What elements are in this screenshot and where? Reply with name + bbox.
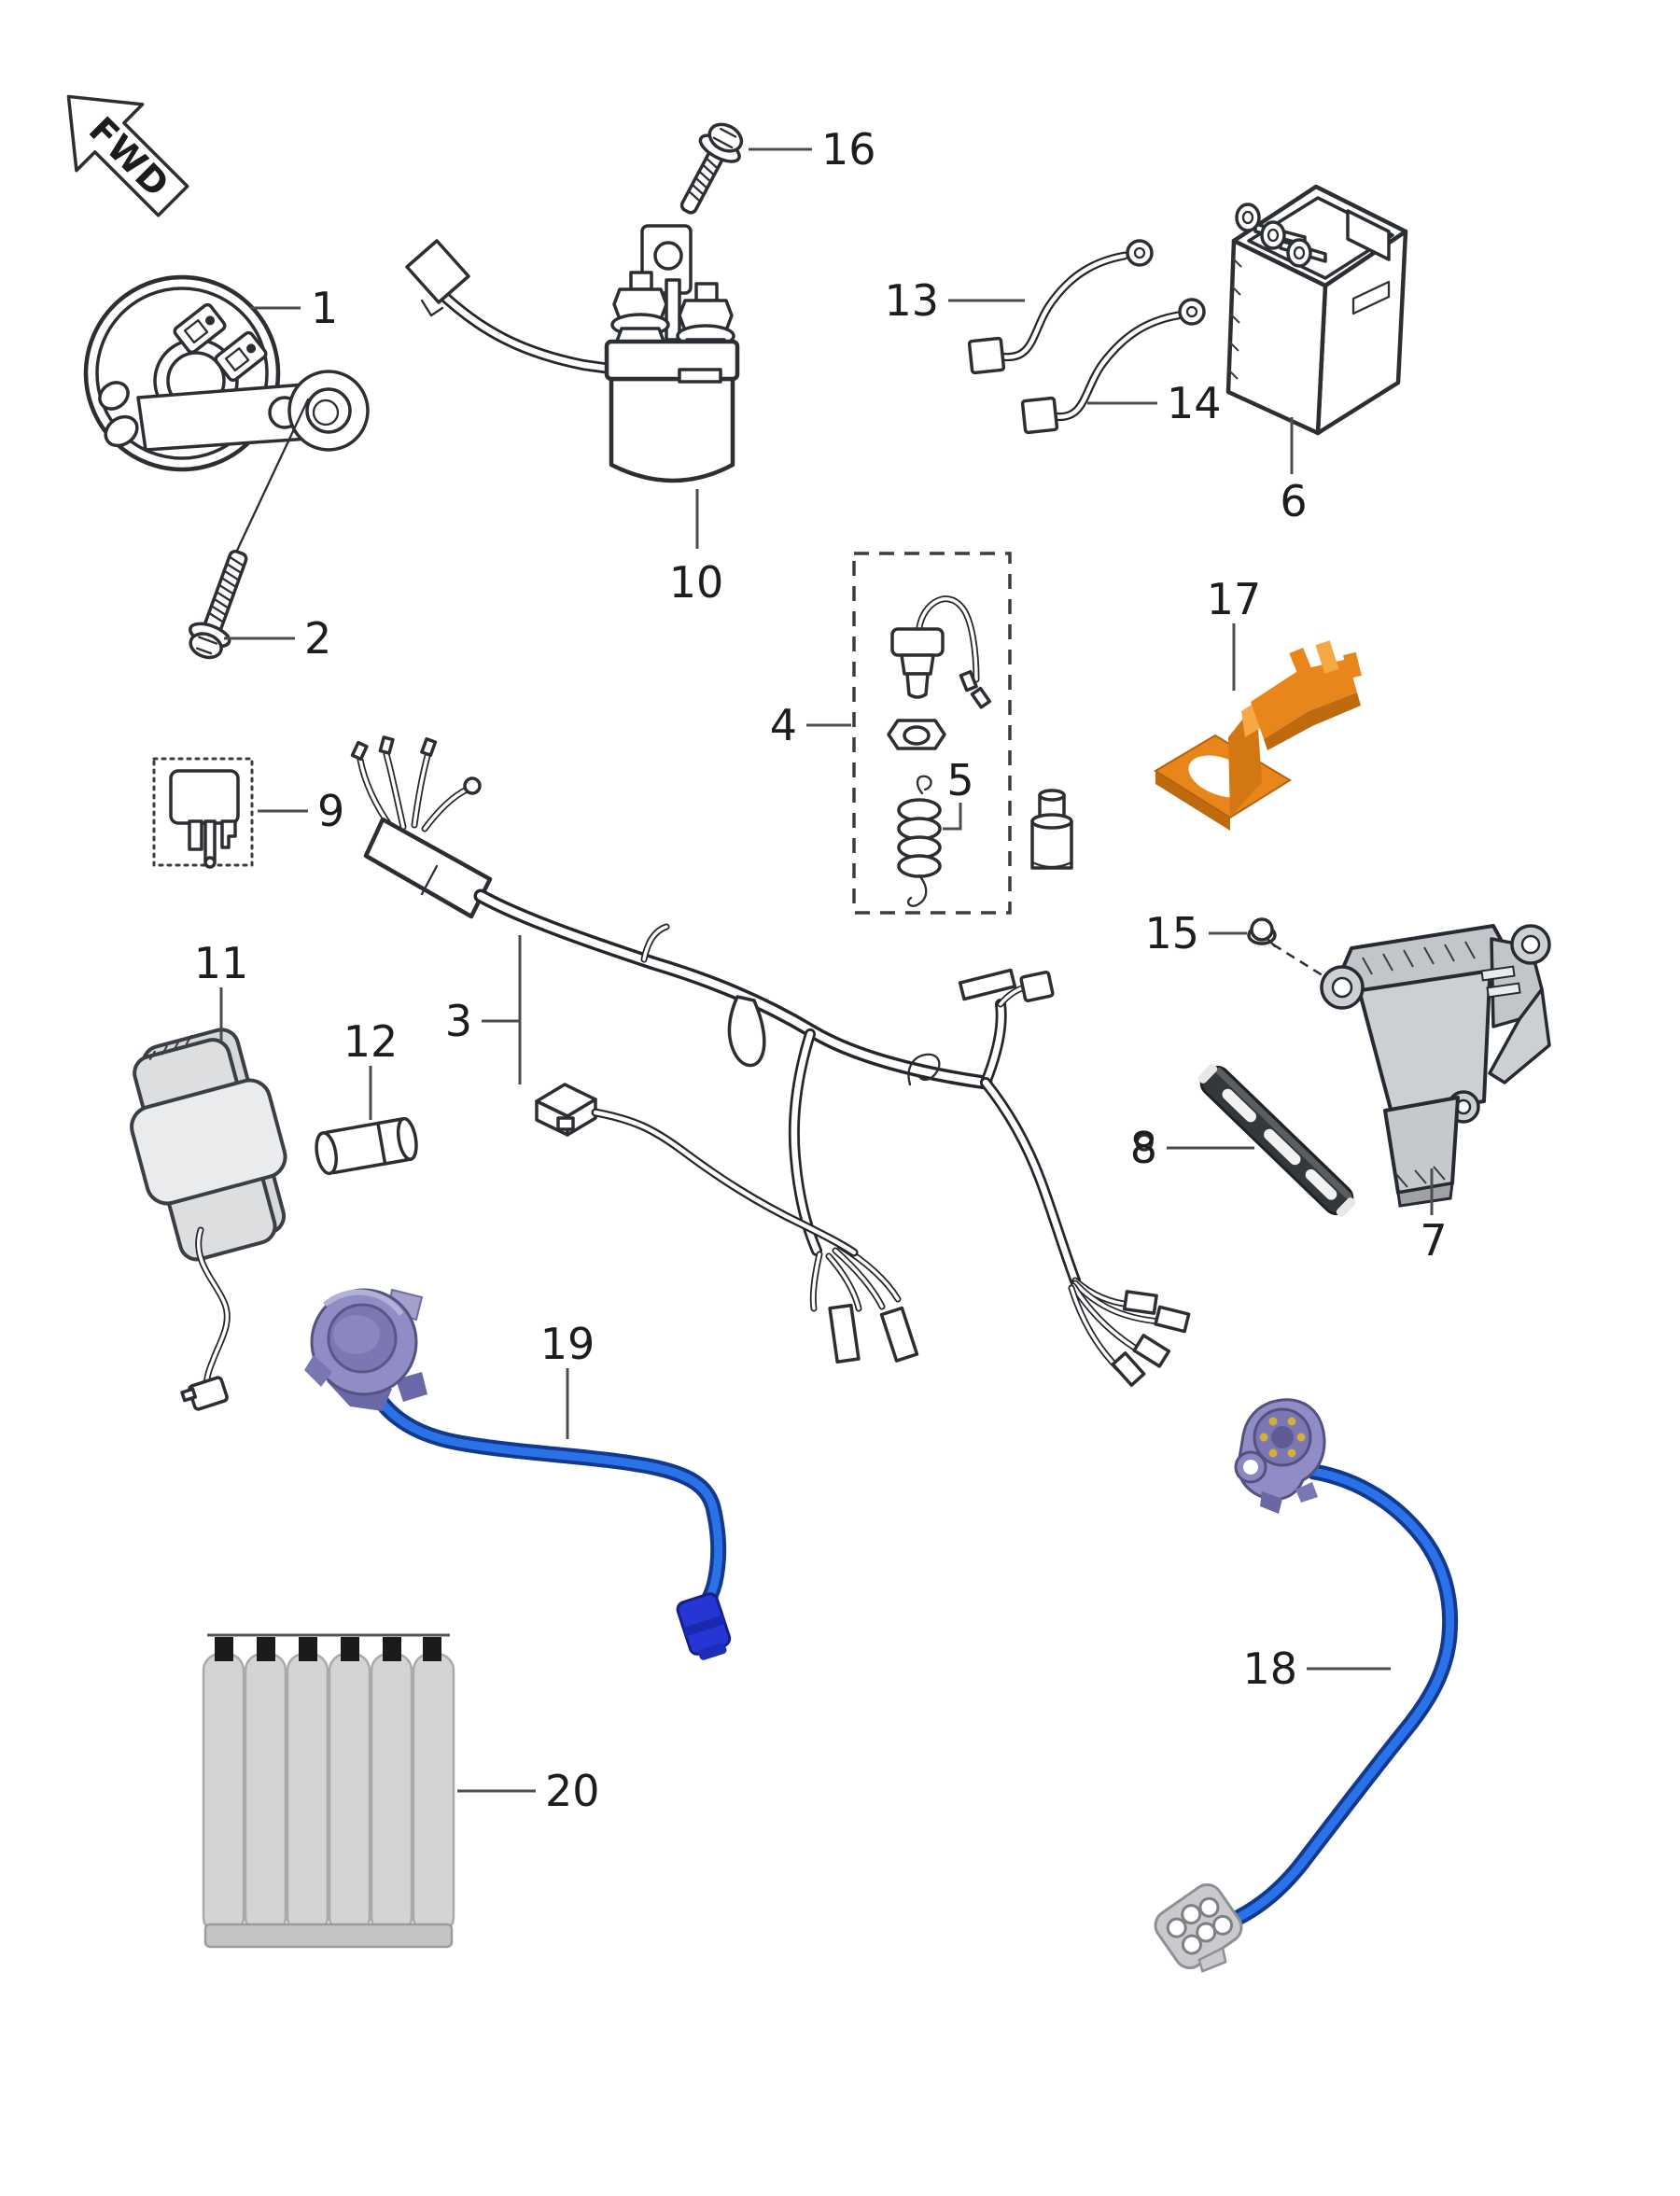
callout-2: 2 (224, 613, 331, 664)
part-battery-bracket (1320, 924, 1551, 1208)
part-starter-solenoid (405, 224, 740, 483)
part-sensor-cable-18 (1154, 1398, 1459, 1973)
svg-text:19: 19 (540, 1319, 595, 1369)
svg-text:7: 7 (1420, 1215, 1447, 1266)
relay-box-outline (152, 757, 254, 867)
callout-11: 11 (194, 938, 249, 1042)
cell-terminal-tabs (215, 1637, 441, 1661)
svg-text:6: 6 (1280, 476, 1307, 526)
callout-7: 7 (1420, 1168, 1448, 1266)
callout-13: 13 (884, 275, 1025, 326)
part-battery-strap (1197, 1064, 1356, 1217)
horn-terminal-icon (214, 330, 268, 383)
part-fuse (315, 1116, 418, 1176)
cable-19-connector (676, 1592, 732, 1660)
svg-text:2: 2 (304, 613, 331, 664)
svg-text:9: 9 (317, 786, 344, 836)
part-spring (897, 775, 942, 907)
callout-8: 8 (1130, 1123, 1254, 1173)
svg-text:15: 15 (1144, 908, 1199, 958)
svg-text:17: 17 (1207, 574, 1262, 624)
cable-19-sensor-cap (304, 1288, 427, 1411)
callout-10: 10 (669, 489, 724, 608)
callout-16: 16 (749, 124, 876, 175)
part-jumper-wire-14 (1020, 298, 1206, 435)
callout-20: 20 (457, 1766, 600, 1816)
svg-text:4: 4 (770, 700, 797, 750)
part-hex-nut (887, 719, 946, 750)
svg-text:3: 3 (445, 996, 472, 1046)
part-sensor-cable-19 (304, 1288, 732, 1660)
callout-15: 15 (1144, 908, 1247, 958)
callout-6: 6 (1280, 417, 1308, 526)
fwd-direction-badge: FWD (66, 94, 189, 217)
callout-19: 19 (540, 1319, 595, 1439)
part-jumper-wire-13 (967, 239, 1154, 375)
part-cell-pack (202, 1633, 455, 1949)
cable-18-connector (1154, 1882, 1243, 1973)
svg-text:1: 1 (311, 283, 338, 333)
callout-1: 1 (250, 283, 338, 333)
callout-14: 14 (1087, 378, 1222, 428)
callout-3: 3 (445, 935, 522, 1084)
connector-pins-icon (1259, 1417, 1306, 1458)
part-pressure-switch (890, 595, 992, 709)
svg-text:10: 10 (669, 557, 724, 608)
svg-text:18: 18 (1242, 1644, 1297, 1694)
svg-text:14: 14 (1167, 378, 1222, 428)
part-control-module (130, 1028, 287, 1411)
part-main-harness (350, 735, 1191, 1387)
svg-text:5: 5 (946, 755, 973, 805)
part-relay (169, 769, 240, 869)
svg-text:11: 11 (194, 938, 249, 988)
svg-text:20: 20 (545, 1766, 600, 1816)
horn-terminal-icon (173, 302, 227, 355)
fwd-arrow-icon (66, 94, 189, 217)
callout-12: 12 (343, 1016, 399, 1120)
svg-text:8: 8 (1130, 1123, 1157, 1173)
part-flange-bolt (679, 122, 744, 215)
svg-text:13: 13 (884, 275, 939, 326)
cable-18-sensor-head (1234, 1398, 1326, 1514)
assembly-axis-line (233, 398, 310, 556)
part-battery (1225, 184, 1408, 436)
svg-text:16: 16 (821, 124, 876, 175)
callout-17: 17 (1207, 574, 1262, 691)
part-rubber-boot (1030, 789, 1073, 870)
svg-text:12: 12 (343, 1016, 399, 1067)
callout-5: 5 (943, 755, 974, 831)
callout-9: 9 (258, 786, 344, 836)
part-horn (83, 274, 370, 472)
part-screw (1247, 917, 1334, 984)
part-horn-mount-bolt (189, 550, 248, 660)
callout-18: 18 (1242, 1644, 1391, 1694)
callout-4: 4 (770, 700, 851, 750)
part-bracket-orange (1154, 640, 1362, 831)
kit-box-outline (852, 552, 1012, 915)
